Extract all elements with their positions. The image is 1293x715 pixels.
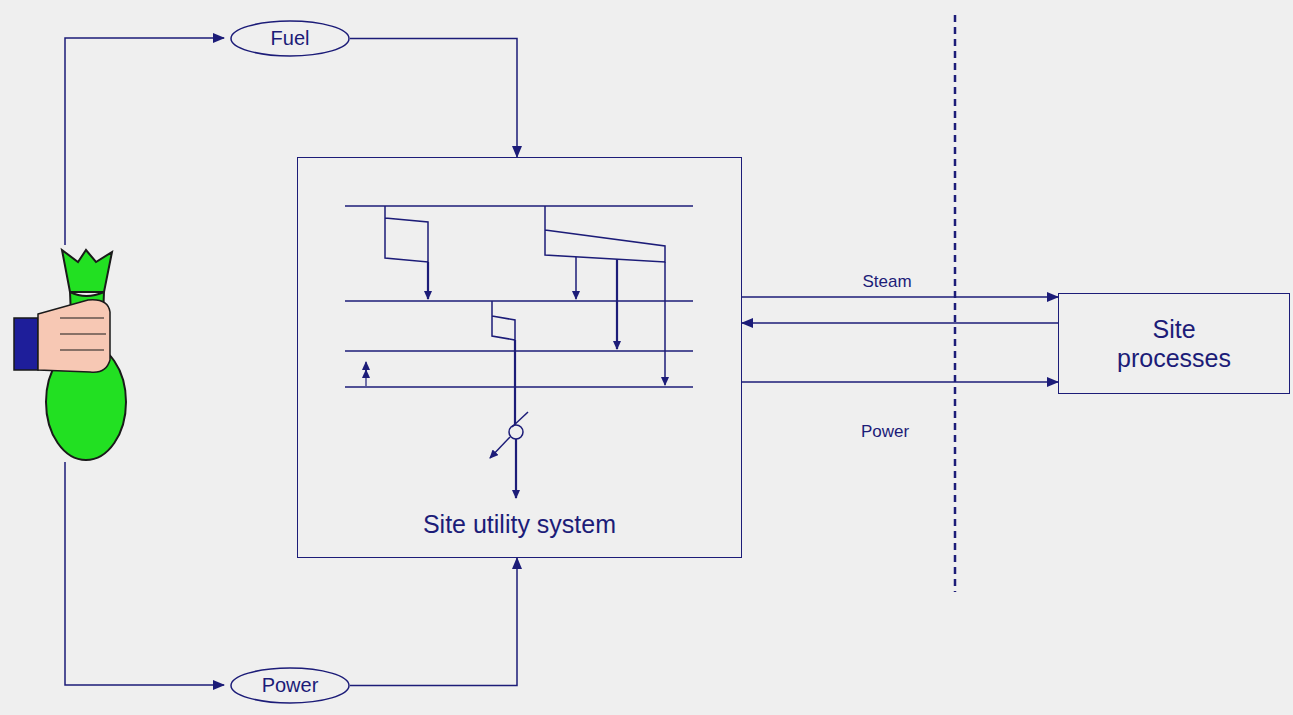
- process-box: Site processes: [1058, 293, 1290, 394]
- node-label: Fuel: [271, 27, 310, 50]
- node-label: Power: [262, 674, 319, 697]
- money-bag-icon: [14, 250, 126, 460]
- boundary-line: [954, 15, 957, 592]
- flow-label: Power: [859, 422, 911, 442]
- node-label: Site utility system: [423, 510, 616, 539]
- utility-system-box: Site utility system: [297, 157, 742, 558]
- flow-arrow: [742, 296, 1058, 298]
- money-line: [65, 38, 224, 245]
- power-ellipse: Power: [230, 667, 350, 704]
- flow-arrow: [742, 381, 1058, 383]
- flow-arrow: [350, 39, 517, 158]
- fuel-ellipse: Fuel: [230, 20, 350, 57]
- money-line: [65, 462, 224, 685]
- node-label: Site processes: [1104, 315, 1244, 373]
- flow-arrow: [350, 558, 517, 686]
- flow-label: Steam: [860, 272, 913, 292]
- steam-system-schematic: [345, 206, 693, 498]
- flow-arrow: [742, 322, 1058, 324]
